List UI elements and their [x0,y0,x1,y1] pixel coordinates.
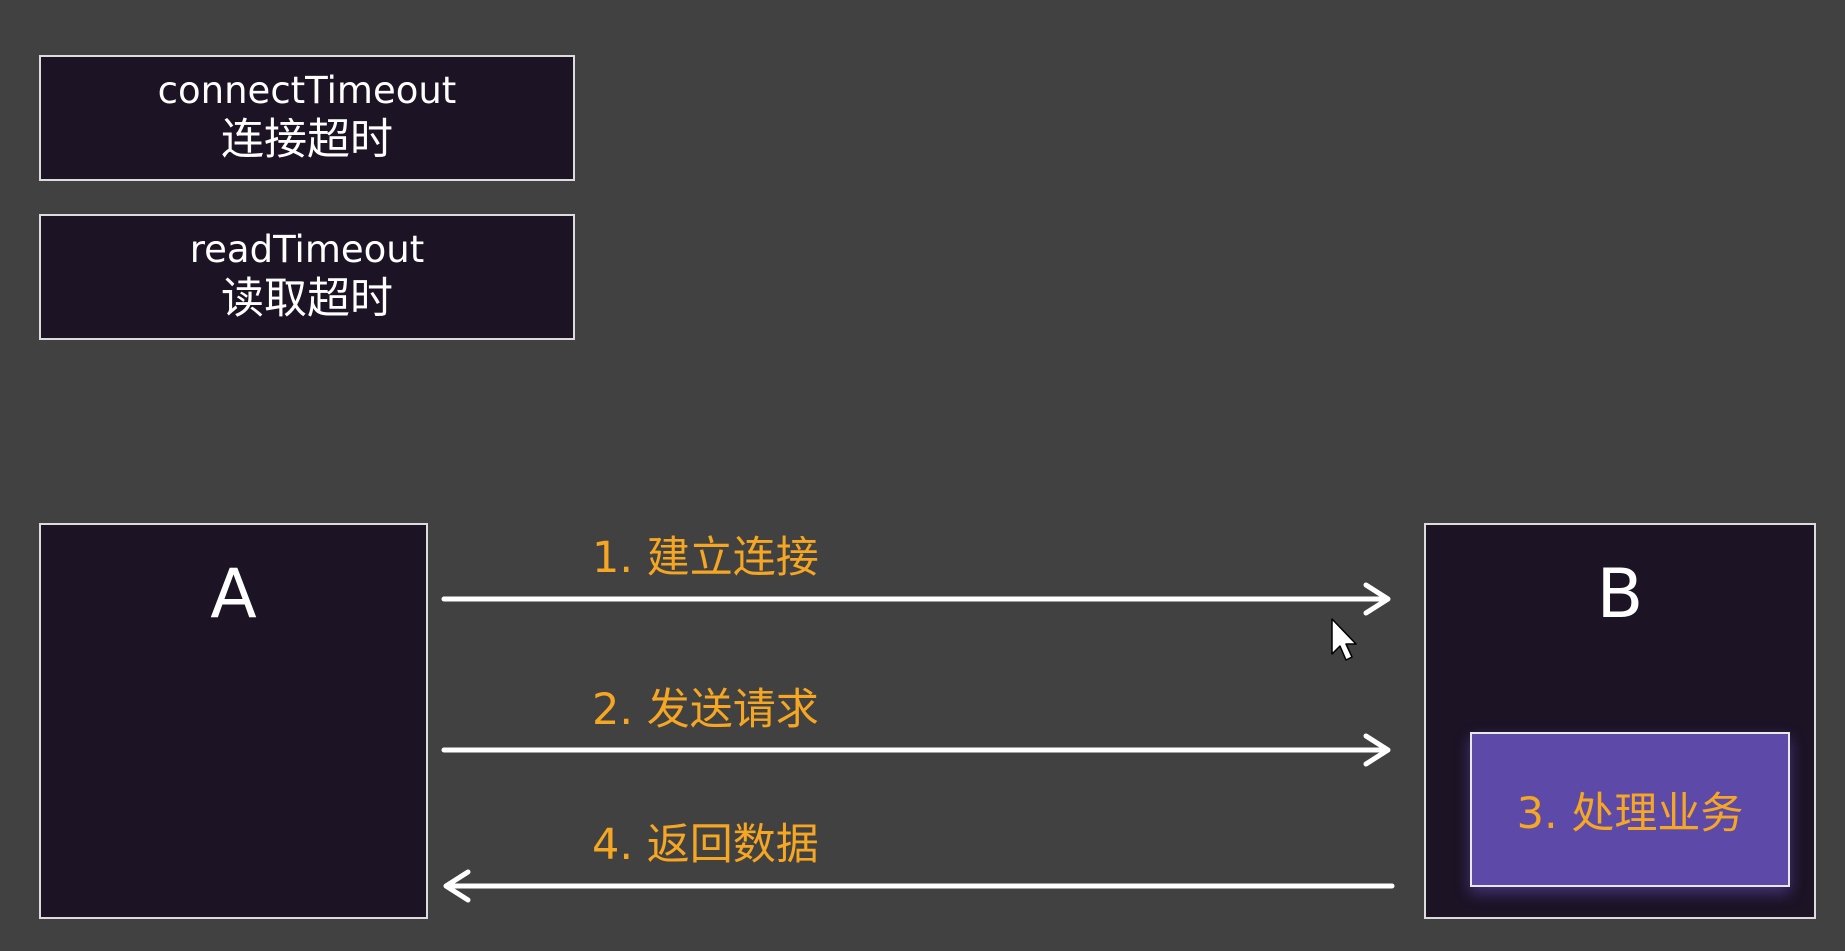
process-business-box: 3. 处理业务 [1470,732,1790,887]
step1-label: 1. 建立连接 [592,533,819,583]
read-timeout-meaning: 读取超时 [221,274,393,325]
connect-timeout-box: connectTimeout 连接超时 [39,55,575,181]
connect-timeout-meaning: 连接超时 [221,115,393,166]
node-b-box: B 3. 处理业务 [1424,523,1816,919]
node-b-label: B [1596,555,1644,634]
connect-timeout-name: connectTimeout [157,69,457,112]
node-a-box: A [39,523,428,919]
step4-label: 4. 返回数据 [592,820,819,870]
node-a-label: A [210,555,257,634]
mouse-cursor-icon [1331,618,1357,661]
step1-arrow [441,582,1391,616]
step2-label: 2. 发送请求 [592,685,819,735]
step2-arrow [441,733,1391,767]
step4-arrow [443,869,1395,903]
read-timeout-name: readTimeout [189,228,425,271]
read-timeout-box: readTimeout 读取超时 [39,214,575,340]
